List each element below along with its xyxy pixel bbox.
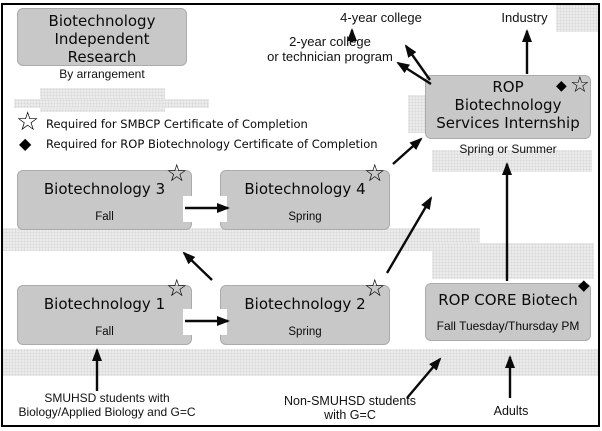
label-line: Non-SMUHSD students: [284, 394, 416, 408]
smbcp-certificate-star-icon: ☆: [364, 274, 386, 302]
arrow-biotech2-to-biotech3: [182, 251, 213, 281]
box-title-line: Research: [67, 48, 137, 67]
label-line: SMUHSD students with: [44, 391, 170, 405]
label-2-year-college: 2-year college or technician program: [258, 34, 402, 64]
box-title-line: Independent: [54, 30, 150, 49]
background-patch: [408, 95, 425, 133]
box-term: Fall: [95, 211, 114, 223]
background-patch: [14, 99, 209, 108]
label-adults: Adults: [493, 404, 529, 418]
rop-certificate-diamond-icon: ◆: [556, 78, 567, 94]
box-biotechnology-4: Biotechnology 4 Spring: [220, 170, 390, 230]
smbcp-certificate-star-icon: ☆: [166, 274, 188, 302]
box-rop-biotechnology-services-internship: ROP Biotechnology Services Internship: [425, 75, 591, 139]
label-4-year-college: 4-year college: [340, 10, 422, 25]
background-patch: [556, 4, 599, 32]
box-rop-core-biotech: ROP CORE Biotech Fall Tuesday/Thursday P…: [425, 283, 591, 341]
box-title-line: Biotechnology: [48, 12, 156, 30]
rop-certificate-diamond-icon: ◆: [578, 276, 590, 294]
label-non-smuhsd-students: Non-SMUHSD students with G=C: [270, 394, 430, 422]
label-smuhsd-students: SMUHSD students with Biology/Applied Bio…: [12, 391, 202, 419]
label-line: with G=C: [324, 408, 376, 422]
background-patch: [432, 243, 594, 279]
box-title-line: Services Internship: [436, 114, 580, 133]
legend-diamond-label: Required for ROP Biotechnology Certifica…: [46, 137, 378, 151]
box-title: ROP Biotechnology Services Internship: [426, 76, 590, 133]
box-title-line: Biotechnology: [454, 96, 562, 115]
legend-star-label: Required for SMBCP Certificate of Comple…: [46, 117, 308, 131]
arrow-biotech4-to-internship: [392, 137, 423, 165]
caption-by-arrangement: By arrangement: [59, 67, 145, 81]
legend-diamond-icon: ◆: [19, 134, 32, 153]
legend-star-icon: ☆: [16, 107, 40, 137]
box-biotechnology-3: Biotechnology 3 Fall: [17, 170, 192, 230]
box-title: Biotechnology Independent Research: [18, 9, 186, 67]
box-title: ROP CORE Biotech: [438, 291, 578, 309]
background-patch: [2, 228, 480, 251]
box-title-line: ROP: [492, 78, 524, 96]
label-line: or technician program: [267, 49, 393, 64]
box-term: Spring: [288, 211, 322, 223]
smbcp-certificate-star-icon: ☆: [570, 73, 590, 98]
box-title: Biotechnology 3: [43, 180, 166, 198]
box-biotechnology-1: Biotechnology 1 Fall: [17, 285, 192, 345]
box-term: Fall Tuesday/Thursday PM: [436, 319, 580, 333]
label-line: Biology/Applied Biology and G=C: [18, 404, 196, 419]
box-biotechnology-independent-research: Biotechnology Independent Research: [17, 8, 187, 66]
box-title: Biotechnology 4: [244, 180, 366, 198]
label-industry: Industry: [501, 10, 548, 25]
caption-spring-or-summer: Spring or Summer: [459, 142, 557, 156]
background-patch: [432, 150, 592, 172]
box-term: Fall: [95, 326, 114, 338]
smbcp-certificate-star-icon: ☆: [166, 159, 188, 187]
smbcp-certificate-star-icon: ☆: [364, 159, 386, 187]
box-title: Biotechnology 1: [43, 295, 166, 313]
background-patch: [2, 349, 599, 376]
box-title: Biotechnology 2: [244, 295, 366, 313]
label-line: 2-year college: [289, 34, 371, 49]
box-biotechnology-2: Biotechnology 2 Spring: [220, 285, 390, 345]
box-term: Spring: [288, 326, 322, 338]
arrow-internship-to-4year-college: [404, 44, 431, 81]
